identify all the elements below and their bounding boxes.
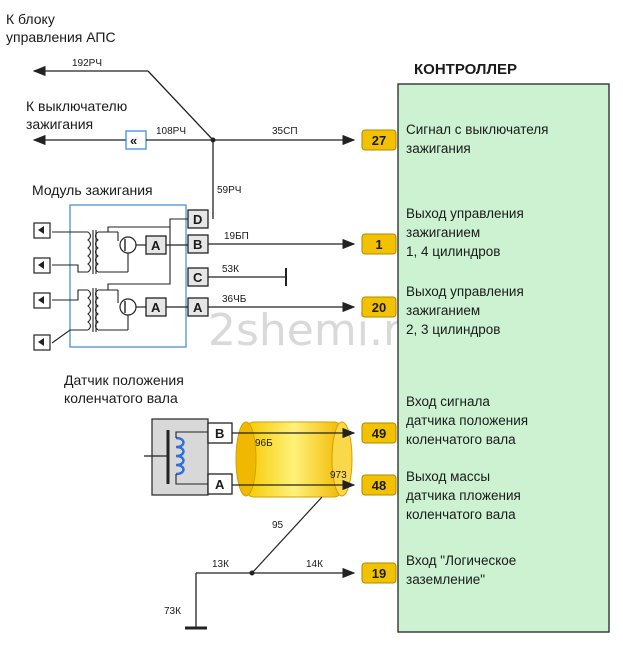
controller-pin-number-49: 49 — [372, 426, 386, 441]
controller-pin-badge-27 — [361, 129, 397, 151]
controller-box — [397, 83, 610, 633]
wire-19-label: 19БП — [224, 231, 249, 242]
wire-73-label: 73К — [164, 606, 181, 617]
controller-pin-19-desc-line: заземление" — [406, 572, 485, 587]
controller-pin-number-19: 19 — [372, 566, 386, 581]
module-pin-d-label: D — [193, 212, 202, 227]
wire-59-label: 59РЧ — [217, 185, 241, 196]
wire-53: 53К — [208, 264, 287, 286]
amplifier-upper-label: A — [151, 238, 161, 253]
wire-19: 19БП — [208, 231, 356, 250]
aps-label-line2: управления АПС — [6, 29, 116, 45]
wire-59: 59РЧ — [212, 140, 241, 219]
controller-pin-20-desc-line: зажиганием — [406, 303, 480, 318]
spark-plug-connector-4-icon — [33, 334, 51, 351]
controller-pin-1-desc-line: 1, 4 цилиндров — [406, 244, 500, 259]
controller-pin-1-desc-line: Выход управления — [406, 206, 524, 221]
wire-192: 192РЧ — [32, 58, 214, 141]
sensor-pin-a-label: A — [215, 477, 225, 492]
controller-pin-badge-49 — [361, 422, 397, 444]
controller-pin-27-desc-line: Сигнал с выключателя — [406, 122, 548, 137]
ignition-switch-label-line1: К выключателю — [26, 98, 127, 114]
module-pin-a-label: A — [193, 300, 203, 315]
wire-97: 973 — [232, 470, 356, 491]
ignition-module: D B C A A A — [51, 204, 209, 348]
controller-pin-number-48: 48 — [372, 478, 386, 493]
controller-pin-1-desc-line: зажиганием — [406, 225, 480, 240]
wire-96: 96Б — [232, 427, 356, 449]
wire-14-label: 14К — [306, 559, 323, 570]
spark-plug-connector-1-icon — [33, 222, 51, 239]
wire-96-label: 96Б — [255, 438, 273, 449]
ground-wires: 13К 14К 73К — [164, 559, 356, 630]
controller-pin-badge-19 — [361, 562, 397, 584]
controller-pin-badge-1 — [361, 233, 397, 255]
sensor-pin-a — [207, 473, 233, 495]
wire-35: 35СП — [210, 126, 356, 146]
controller-pin-badge-20 — [361, 296, 397, 318]
sensor-pin-b-label: B — [215, 426, 224, 441]
wire-13-label: 13К — [212, 559, 229, 570]
wire-97-label: 973 — [330, 470, 347, 481]
controller-pin-number-20: 20 — [372, 300, 386, 315]
sensor-coil-icon — [175, 436, 185, 476]
module-pin-c-label: C — [193, 270, 203, 285]
controller-pin-48-desc-line: коленчатого вала — [406, 507, 516, 522]
controller-pin-number-1: 1 — [375, 237, 382, 252]
controller-pin-48-desc-line: датчика пложения — [406, 488, 521, 503]
module-pin-b-label: B — [193, 237, 202, 252]
transistor-lower-icon — [119, 298, 137, 316]
aps-label-line1: К блоку — [6, 11, 55, 27]
ignition-switch-label-line2: зажигания — [26, 116, 93, 132]
spark-plug-connector-3-icon — [33, 292, 51, 309]
controller-pin-49-desc-line: Вход сигнала — [406, 394, 490, 409]
controller-pin-20-desc-line: 2, 3 цилиндров — [406, 322, 500, 337]
crankshaft-sensor: B A — [144, 418, 233, 496]
controller-title: КОНТРОЛЛЕР — [414, 61, 517, 78]
sensor-label-line2: коленчатого вала — [64, 390, 178, 406]
controller-pin-48-desc-line: Выход массы — [406, 469, 490, 484]
controller-pin-badge-48 — [361, 474, 397, 496]
cable-shield — [235, 421, 353, 498]
wire-53-label: 53К — [222, 264, 239, 275]
wire-35-label: 35СП — [272, 126, 298, 137]
ignition-module-title: Модуль зажигания — [32, 182, 153, 198]
wire-108: « 108РЧ — [32, 126, 213, 150]
controller-pin-49-desc-line: коленчатого вала — [406, 432, 516, 447]
transistor-upper-icon — [119, 236, 137, 254]
wire-36: 36ЧБ — [208, 294, 356, 313]
wire-95: 95 — [251, 496, 323, 574]
wire-192-label: 192РЧ — [72, 58, 102, 69]
controller-pin-49-desc-line: датчика положения — [406, 413, 528, 428]
wire-36-label: 36ЧБ — [222, 294, 247, 305]
controller-pin-20-desc-line: Выход управления — [406, 284, 524, 299]
fuse-symbol: « — [130, 133, 137, 148]
controller-pin-27-desc-line: зажигания — [406, 141, 471, 156]
wire-95-label: 95 — [272, 520, 284, 531]
sensor-label-line1: Датчик положения — [64, 372, 184, 388]
controller-pin-19-desc-line: Вход "Логическое — [406, 553, 516, 568]
amplifier-lower-label: A — [151, 300, 161, 315]
wire-108-label: 108РЧ — [156, 126, 186, 137]
spark-plug-connector-2-icon — [33, 257, 51, 274]
controller-pin-number-27: 27 — [372, 133, 386, 148]
